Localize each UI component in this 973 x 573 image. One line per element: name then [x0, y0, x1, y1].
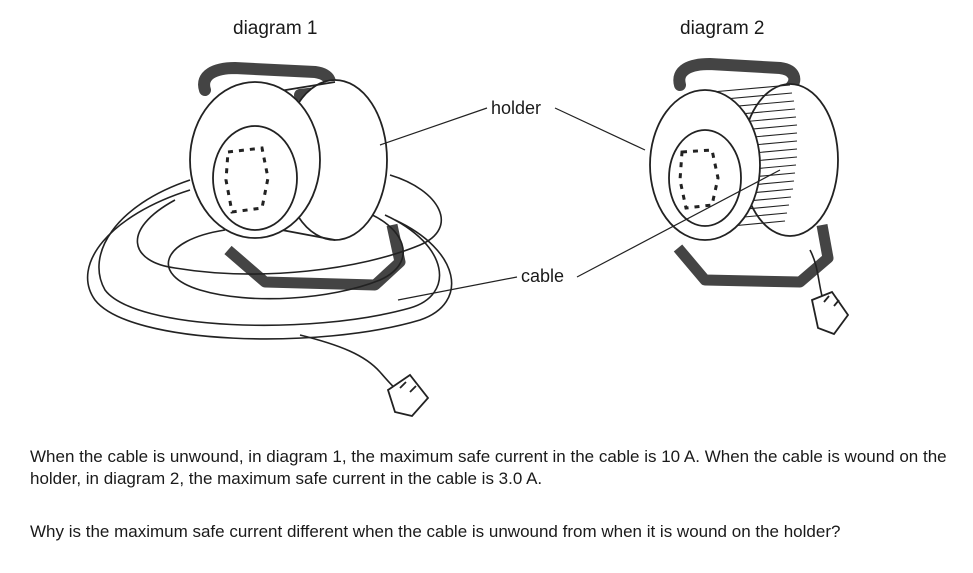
reel-1	[86, 61, 453, 417]
plug-1	[386, 373, 430, 417]
plug-2	[810, 290, 850, 336]
reel-2	[649, 57, 850, 336]
leader-lines	[379, 107, 781, 301]
question-paragraph: Why is the maximum safe current differen…	[30, 522, 841, 541]
cable-reel-drawing	[86, 57, 850, 417]
question-context-paragraph: When the cable is unwound, in diagram 1,…	[30, 447, 947, 488]
cable-reel-figure: diagram 1 diagram 2 holder cable	[86, 18, 850, 417]
holder-label: holder	[489, 98, 544, 119]
diagram-2-label: diagram 2	[680, 18, 765, 39]
cable-label: cable	[519, 266, 567, 287]
diagram-1-label: diagram 1	[233, 18, 318, 39]
